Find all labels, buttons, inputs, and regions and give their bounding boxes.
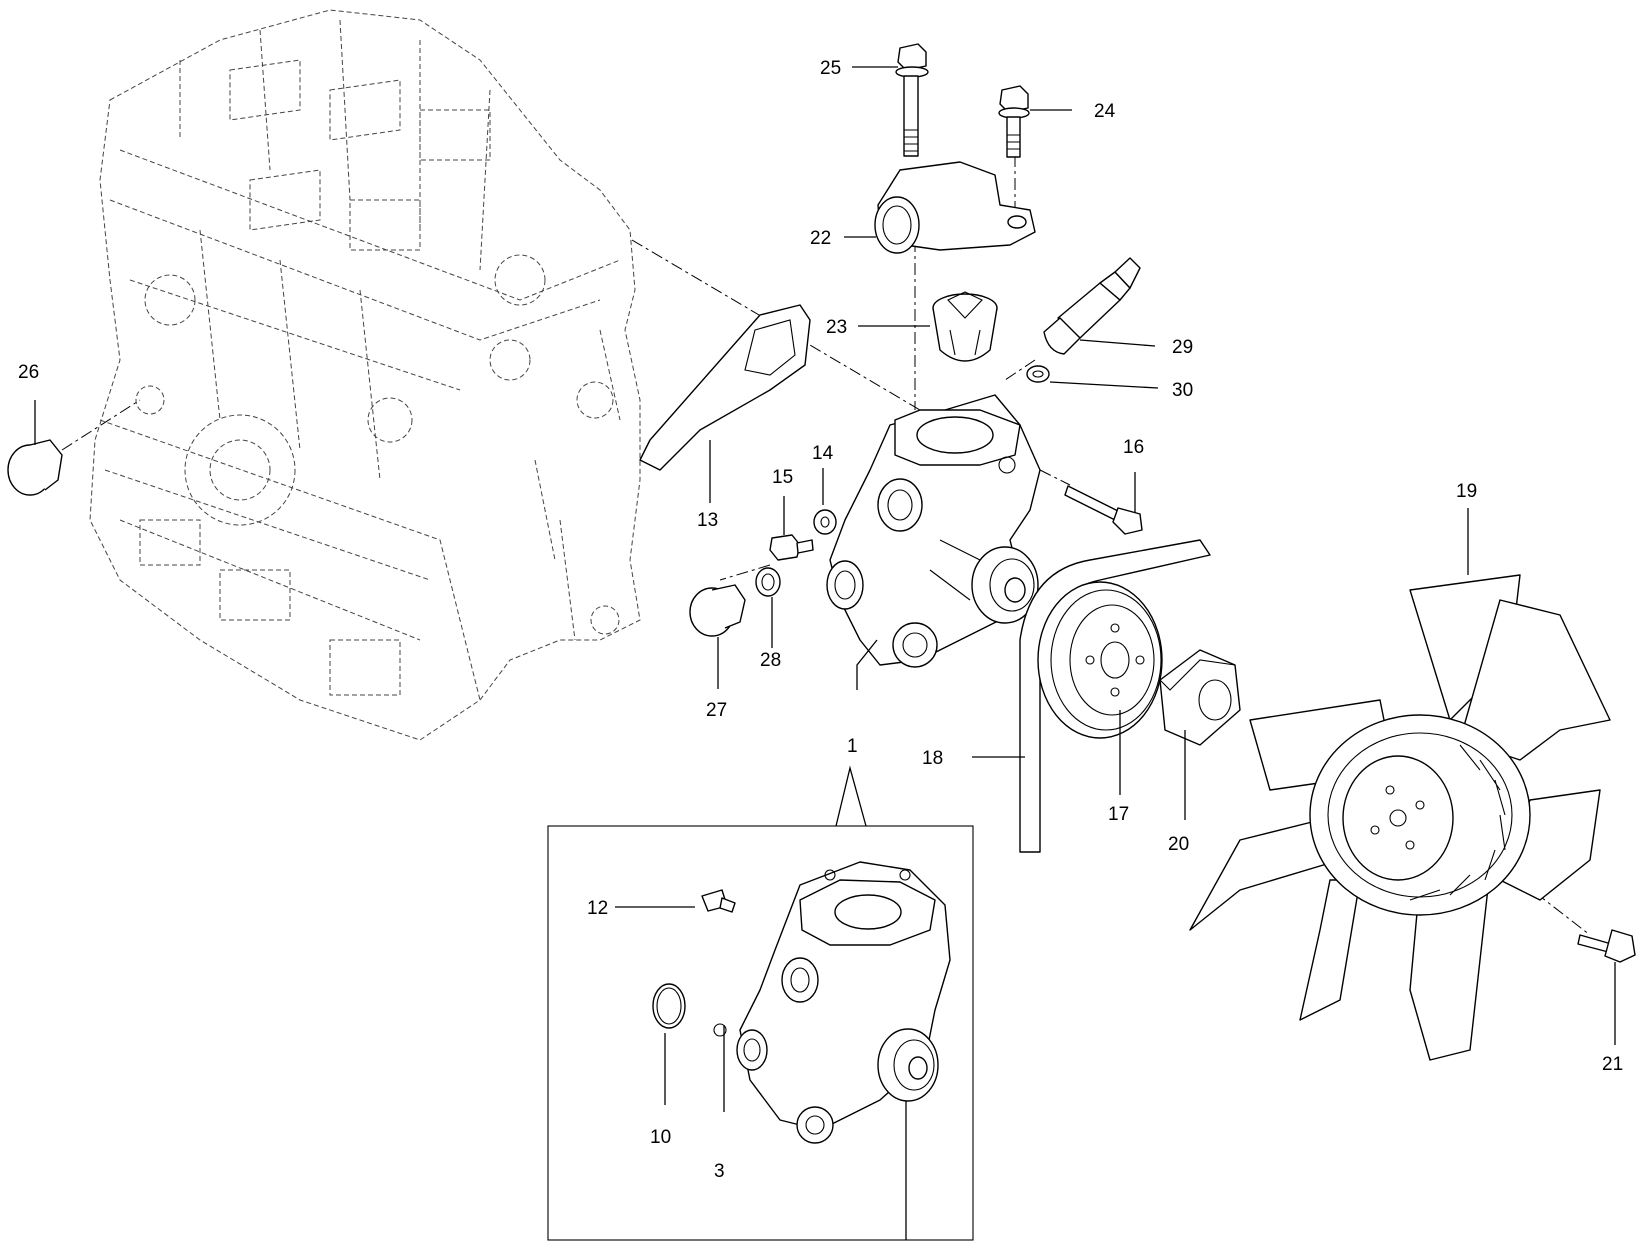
- short-bolt: [998, 85, 1030, 158]
- washer-hole: [820, 516, 830, 528]
- callout-3: 3: [714, 1161, 725, 1182]
- callout-1: 1: [847, 736, 858, 757]
- callout-23: 23: [826, 317, 847, 338]
- fan-bolt: [1577, 929, 1636, 963]
- callout-28: 28: [760, 650, 781, 671]
- callout-18: 18: [922, 748, 943, 769]
- pump-bolt: [1064, 485, 1143, 535]
- callout-16: 16: [1123, 437, 1144, 458]
- callout-30: 30: [1172, 380, 1193, 401]
- plug-washer: [755, 567, 781, 597]
- long-bolt: [895, 43, 929, 157]
- gasket-opening: [744, 319, 796, 376]
- cooling-fan: [1189, 574, 1611, 1061]
- callout-13: 13: [697, 510, 718, 531]
- plug-washer-hole: [761, 573, 775, 591]
- thermostat-housing: [874, 161, 1036, 254]
- callout-10: 10: [650, 1127, 671, 1148]
- gasket: [639, 304, 811, 471]
- callout-20: 20: [1168, 834, 1189, 855]
- callout-27: 27: [706, 700, 727, 721]
- drain-plug: [689, 584, 746, 637]
- small-bolt: [769, 534, 814, 561]
- inset-o-ring: [652, 983, 686, 1029]
- engine-block: [89, 9, 641, 741]
- inset-pump-housing: [713, 861, 951, 1144]
- inset-o-ring-inner: [656, 987, 682, 1025]
- thermostat: [932, 291, 998, 362]
- sender-washer-hole: [1032, 370, 1044, 378]
- callout-15: 15: [772, 467, 793, 488]
- callout-22: 22: [810, 228, 831, 249]
- leader-lines: [34, 66, 1616, 1240]
- pulley: [1037, 581, 1163, 739]
- callout-labels: 1 3 10 12 13 14 15 16 17 18 19 20 21 22 …: [18, 58, 1623, 1182]
- callout-17: 17: [1108, 804, 1129, 825]
- washer: [813, 509, 837, 535]
- inset-box: [547, 825, 974, 1241]
- inset-pointer: [835, 765, 867, 827]
- callout-24: 24: [1094, 101, 1116, 122]
- fan-spacer: [1159, 649, 1241, 746]
- sender-washer: [1026, 365, 1050, 383]
- callout-26: 26: [18, 362, 39, 383]
- callout-29: 29: [1172, 337, 1193, 358]
- water-pump-assembly: [826, 394, 1041, 668]
- callout-19: 19: [1456, 481, 1477, 502]
- callout-12: 12: [587, 898, 608, 919]
- callout-25: 25: [820, 58, 841, 79]
- callout-21: 21: [1602, 1054, 1623, 1075]
- inset-screw: [701, 889, 736, 913]
- block-plug: [7, 439, 63, 496]
- callout-14: 14: [812, 443, 834, 464]
- temperature-sender: [1043, 257, 1141, 355]
